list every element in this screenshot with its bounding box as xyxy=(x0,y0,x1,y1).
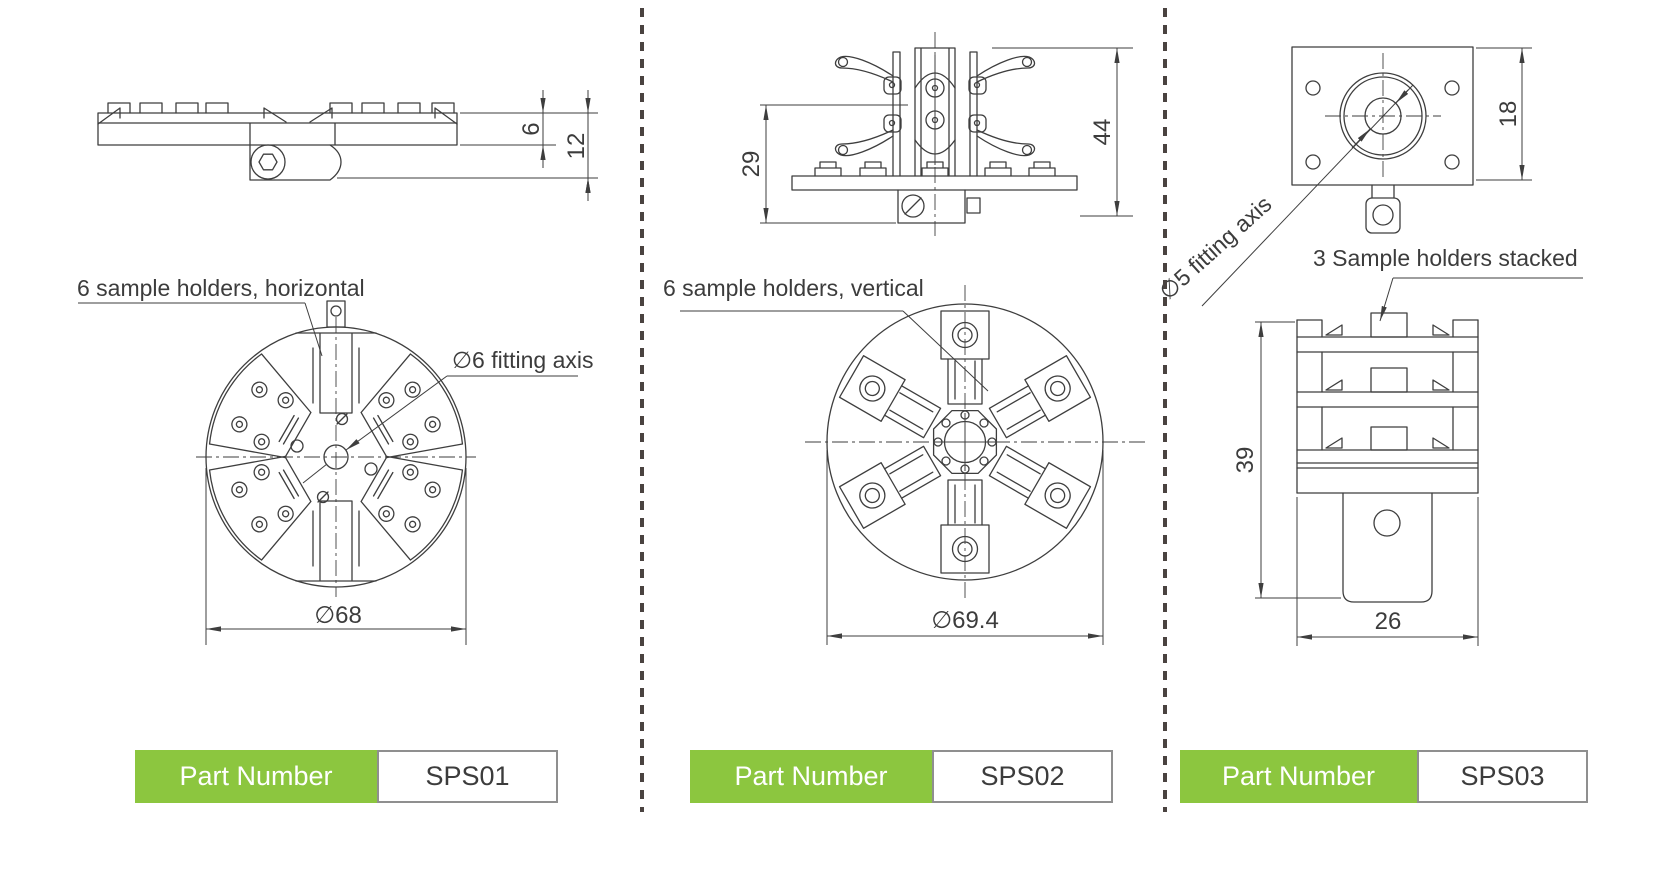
dim-top-height-18: 18 xyxy=(1495,101,1522,128)
part-number-badge-sps01: Part Number SPS01 xyxy=(135,750,558,803)
sps02-diameter-dimension: ∅69.4 xyxy=(826,450,1104,645)
dim-plate-thickness: 6 xyxy=(518,122,545,135)
dim-total-height: 12 xyxy=(563,133,590,160)
sps03-callouts: ∅5 fitting axis 3 Sample holders stacked xyxy=(1154,191,1583,322)
sps02-panel: 29 44 6 sample holders, vertical xyxy=(663,32,1145,645)
sps03-stack-view xyxy=(1296,312,1479,603)
callout-sample-holders-stacked: 3 Sample holders stacked xyxy=(1313,245,1578,271)
sps01-top-view xyxy=(196,300,476,597)
sps01-side-view xyxy=(97,102,458,181)
part-number-label: Part Number xyxy=(135,750,377,803)
dim-diameter-68: ∅68 xyxy=(314,602,362,629)
part-number-value: SPS03 xyxy=(1417,750,1588,803)
dim-holder-height: 29 xyxy=(738,151,765,178)
dim-width-26: 26 xyxy=(1375,608,1402,635)
dim-total-height-44: 44 xyxy=(1089,119,1116,146)
sps02-callouts: 6 sample holders, vertical xyxy=(663,275,989,392)
sps01-diameter-dimension: ∅68 xyxy=(205,468,467,645)
callout-sample-holders-vertical: 6 sample holders, vertical xyxy=(663,275,924,301)
sps01-side-dimensions: 6 12 xyxy=(337,90,598,201)
sps03-stack-dimensions: 39 26 xyxy=(1232,321,1479,646)
callout-fitting-axis-6: ∅6 fitting axis xyxy=(452,347,593,373)
sps03-panel: 18 ∅5 fitting axis 3 Sample holders stac… xyxy=(1154,46,1583,646)
part-number-label: Part Number xyxy=(690,750,932,803)
dim-diameter-69-4: ∅69.4 xyxy=(931,607,999,634)
part-number-value: SPS02 xyxy=(932,750,1113,803)
part-number-label: Part Number xyxy=(1180,750,1417,803)
sps03-top-view xyxy=(1201,46,1474,307)
sps02-side-view xyxy=(791,32,1078,236)
callout-sample-holders-horizontal: 6 sample holders, horizontal xyxy=(77,275,365,301)
dim-stack-height-39: 39 xyxy=(1232,447,1259,474)
part-number-value: SPS01 xyxy=(377,750,558,803)
sps02-top-view xyxy=(805,285,1145,600)
sps01-panel: 6 12 6 sample holders, horizon xyxy=(77,90,598,645)
sps01-callouts: 6 sample holders, horizontal ∅6 fitting … xyxy=(77,275,593,484)
sps03-top-dimension: 18 xyxy=(1476,47,1532,181)
sps02-side-dimensions: 29 44 xyxy=(738,47,1133,224)
part-number-badge-sps02: Part Number SPS02 xyxy=(690,750,1113,803)
part-number-badge-sps03: Part Number SPS03 xyxy=(1180,750,1588,803)
